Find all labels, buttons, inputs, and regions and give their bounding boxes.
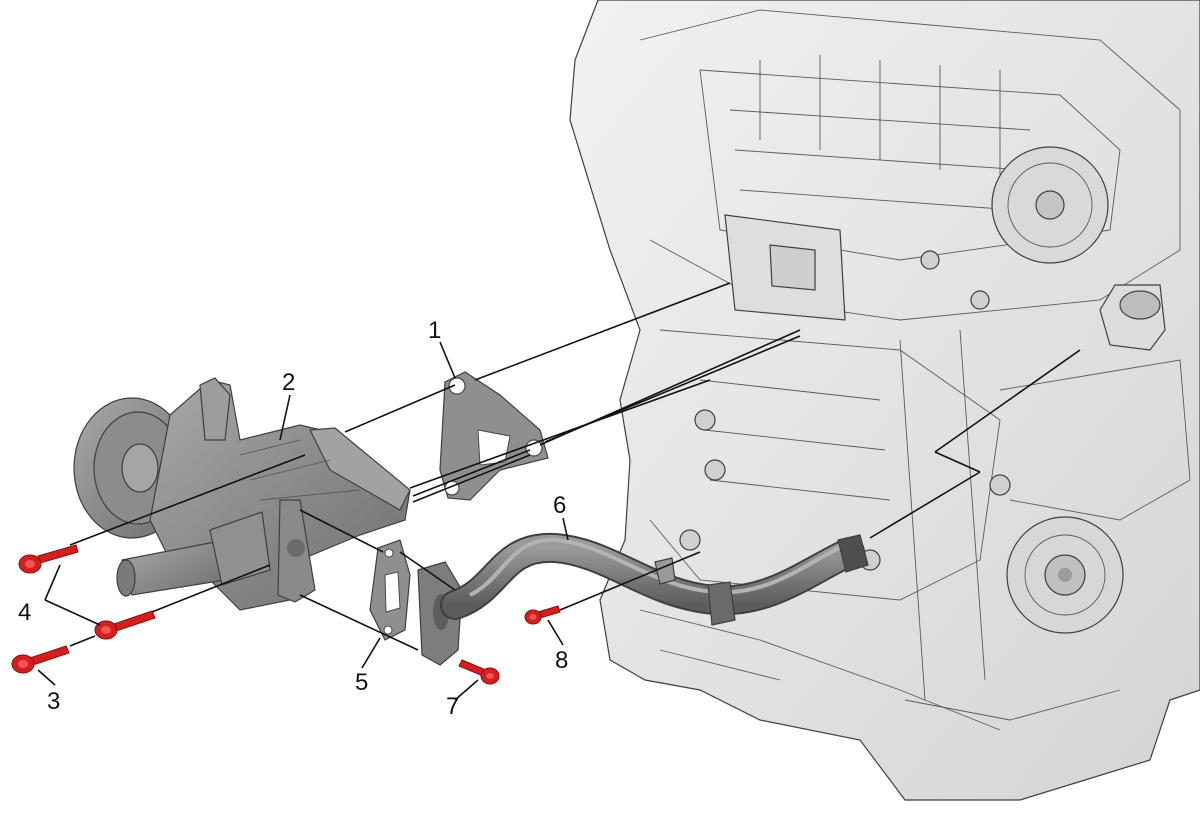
bolt-4-lower — [94, 610, 156, 640]
callout-7: 7 — [446, 693, 459, 720]
bolt-4-upper — [18, 544, 79, 574]
pump-gasket-part-1 — [439, 371, 549, 501]
callout-1: 1 — [428, 317, 441, 344]
callout-6: 6 — [553, 492, 566, 519]
callout-2: 2 — [282, 369, 295, 396]
bolt-7 — [458, 659, 500, 685]
callout-3: 3 — [47, 688, 60, 715]
bolt-3 — [11, 645, 70, 674]
water-pump-assembly — [73, 377, 411, 611]
assembly-alignment-lines — [69, 282, 1081, 651]
callout-8: 8 — [555, 647, 568, 674]
callout-5: 5 — [355, 669, 368, 696]
engine-block — [569, 0, 1200, 801]
bolt-8 — [524, 605, 561, 625]
flange-gasket-part-5 — [369, 539, 411, 641]
callout-4: 4 — [18, 599, 31, 626]
callout-leader-lines — [37, 341, 569, 701]
